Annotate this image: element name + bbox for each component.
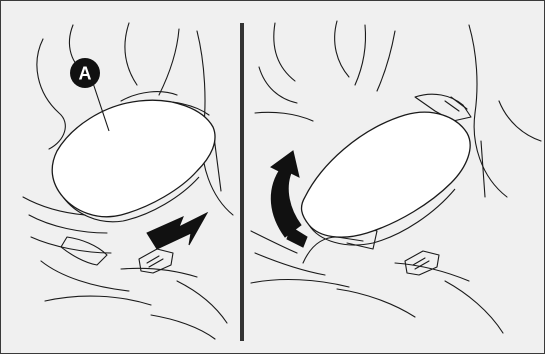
lift-arrow-tail (287, 227, 307, 247)
armrest-lid (52, 100, 215, 217)
console-body-line (121, 268, 197, 277)
console-body-line (177, 281, 227, 323)
right-panel (245, 1, 544, 353)
left-panel: A (1, 1, 239, 353)
left-illustration: A (1, 1, 239, 353)
seat-contour-line (469, 25, 507, 197)
console-body-line (29, 215, 107, 233)
seat-contour-line (335, 21, 349, 77)
console-body-line (31, 237, 111, 253)
callout-a: A (70, 58, 100, 88)
latch-socket-slot (147, 256, 163, 267)
seat-contour-line (274, 23, 295, 81)
seat-contour-line (125, 23, 137, 85)
seat-contour-line (355, 25, 366, 85)
seat-contour-line (377, 31, 395, 91)
console-body-line (151, 315, 215, 339)
latch-socket (405, 251, 439, 275)
console-body-line (445, 281, 503, 333)
console-body-line (255, 253, 325, 275)
callout-a-label: A (79, 64, 92, 84)
console-body-line (45, 296, 151, 305)
seat-contour-line (159, 29, 179, 95)
seat-contour-line (37, 39, 65, 149)
console-body-line (337, 289, 415, 317)
armrest-lid-raised (302, 112, 471, 237)
panel-divider (240, 23, 244, 341)
right-illustration (245, 1, 544, 353)
console-body-line (303, 237, 363, 263)
console-body-line (41, 261, 129, 291)
seat-contour-line (121, 92, 177, 101)
seat-contour-line (499, 101, 541, 141)
seat-contour-line (255, 112, 313, 121)
console-body-line (251, 280, 349, 287)
lift-arrow-icon (271, 151, 301, 237)
hinge-mechanism (445, 97, 467, 111)
push-arrow-icon (147, 213, 207, 249)
seat-contour-line (259, 67, 297, 103)
